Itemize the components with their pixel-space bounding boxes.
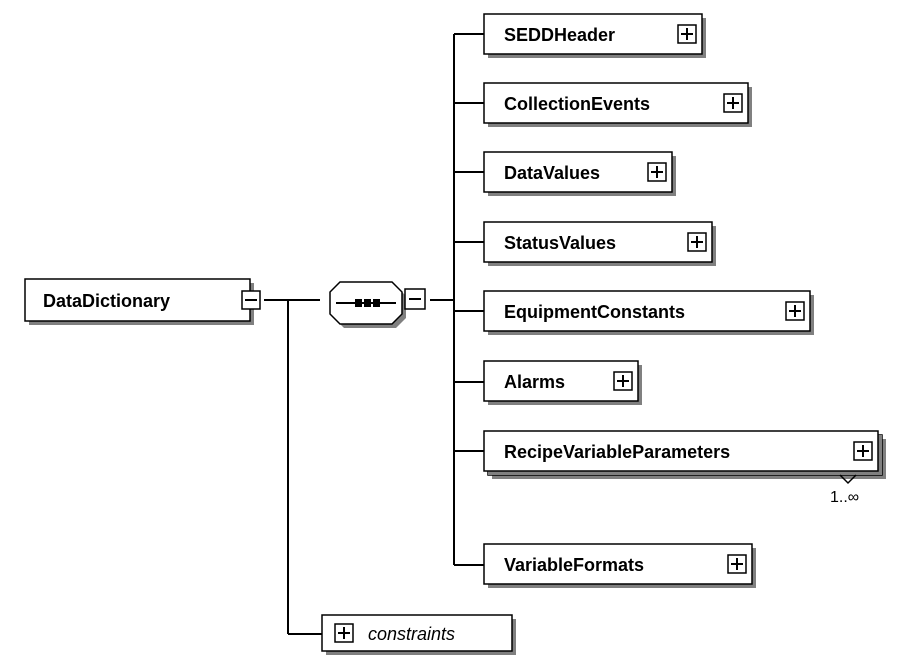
child-element-label: EquipmentConstants — [504, 302, 685, 322]
child-element-box[interactable]: VariableFormats — [483, 543, 756, 588]
child-element-label: StatusValues — [504, 233, 616, 253]
expand-plus-icon[interactable] — [677, 24, 697, 44]
collapse-minus-icon[interactable] — [241, 290, 261, 310]
expand-plus-icon[interactable] — [687, 232, 707, 252]
child-element-label: SEDDHeader — [504, 25, 615, 45]
child-element-label: VariableFormats — [504, 555, 644, 575]
collapse-minus-icon[interactable] — [404, 288, 426, 310]
expand-plus-icon[interactable] — [647, 162, 667, 182]
expand-plus-icon[interactable] — [613, 371, 633, 391]
child-element-box[interactable]: DataValues — [483, 151, 676, 196]
constraints-box[interactable]: constraints — [321, 614, 516, 655]
occurrence-label: 1..∞ — [830, 489, 859, 506]
constraints-label: constraints — [368, 624, 455, 644]
child-element-box[interactable]: EquipmentConstants — [483, 290, 814, 335]
child-element-label: Alarms — [504, 372, 565, 392]
child-element-box[interactable]: Alarms — [483, 360, 642, 405]
expand-plus-icon[interactable] — [723, 93, 743, 113]
sequence-icon — [336, 299, 396, 307]
child-element-label: DataValues — [504, 163, 600, 183]
child-element-box[interactable]: StatusValues — [483, 221, 716, 266]
expand-plus-icon[interactable] — [785, 301, 805, 321]
child-element-box[interactable]: SEDDHeader — [483, 13, 706, 58]
connector-lines — [264, 33, 484, 635]
child-element-label: CollectionEvents — [504, 94, 650, 114]
sequence-compositor[interactable] — [329, 281, 426, 328]
expand-plus-icon[interactable] — [334, 623, 354, 643]
root-element-label: DataDictionary — [43, 291, 170, 311]
root-element-box[interactable]: DataDictionary — [24, 278, 261, 325]
child-element-box[interactable]: CollectionEvents — [483, 82, 752, 127]
expand-plus-icon[interactable] — [853, 441, 873, 461]
child-element-label: RecipeVariableParameters — [504, 442, 730, 462]
child-elements: SEDDHeaderCollectionEventsDataValuesStat… — [483, 13, 886, 588]
expand-plus-icon[interactable] — [727, 554, 747, 574]
child-element-box[interactable]: RecipeVariableParameters 1..∞ — [483, 430, 886, 506]
